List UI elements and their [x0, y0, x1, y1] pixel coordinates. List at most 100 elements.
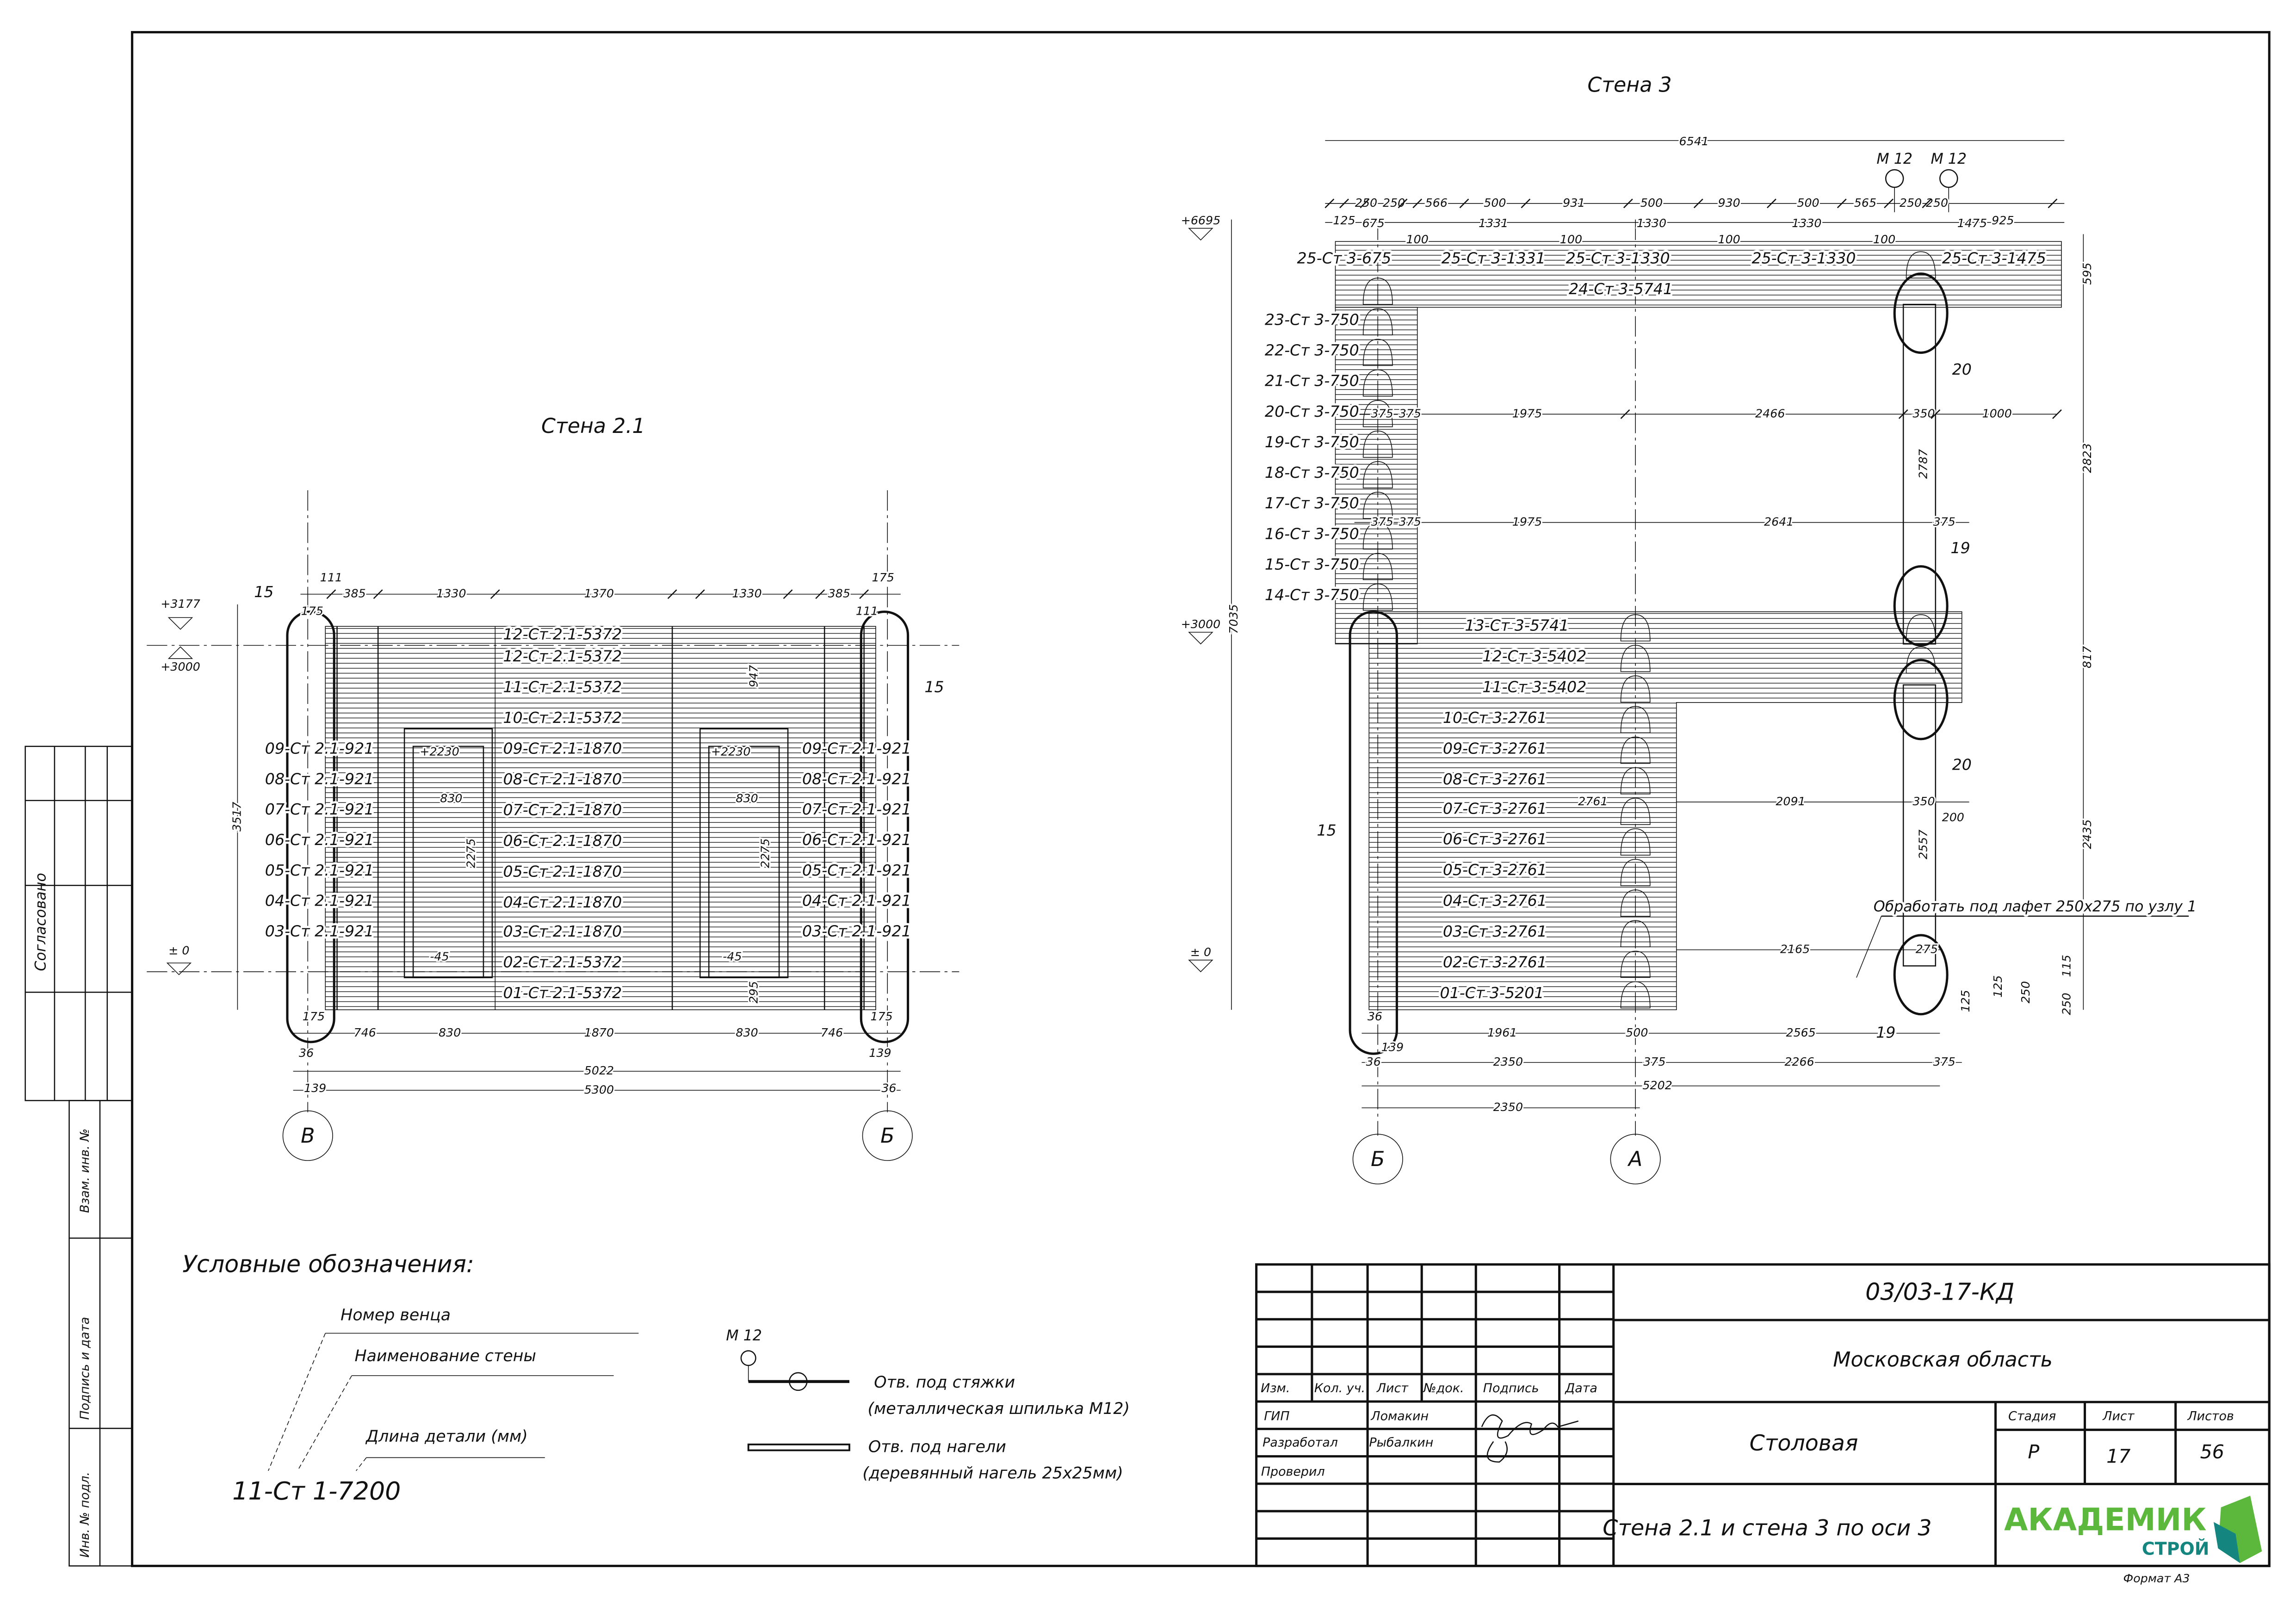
log-label: 05-Ст 3-2761: [1443, 861, 1547, 879]
title-block-header: Изм.: [1261, 1381, 1290, 1395]
log-label: 05-Ст 2.1-1870: [503, 862, 622, 880]
log-label: 06-Ст 2.1-921: [802, 831, 911, 849]
dimension-label: 500: [1626, 1026, 1648, 1039]
dimension-label: 385: [828, 587, 850, 600]
bolt-label: М 12: [1876, 151, 1912, 167]
axis-marker-v: [282, 1110, 333, 1161]
dimension-label: 500: [1797, 196, 1819, 210]
dimension-label: 2275: [464, 838, 478, 868]
dimension-label: 111: [320, 571, 342, 584]
log-label: 11-Ст 3-5402: [1482, 678, 1586, 696]
log-label: 08-Ст 2.1-921: [265, 770, 374, 788]
axis-label: Б: [1371, 1148, 1385, 1171]
signature-icon: [1481, 1414, 1579, 1463]
dimension-label: 375: [1399, 407, 1421, 420]
side-label-inv-orig: Инв. № подл.: [78, 1472, 92, 1557]
dimension-label: 595: [2080, 263, 2094, 285]
person-name: Рыбалкин: [1369, 1435, 1433, 1450]
axis-label: А: [1627, 1148, 1642, 1171]
dimension-label: 1370: [584, 587, 614, 600]
stage-value: Р: [2028, 1441, 2039, 1463]
role-label: ГИП: [1264, 1409, 1289, 1423]
log-label: 06-Ст 3-2761: [1443, 830, 1547, 848]
dimension-label: 6541: [1679, 135, 1709, 148]
log-label: 23-Ст 3-750: [1265, 310, 1359, 328]
dimension-label: 275: [1916, 943, 1938, 956]
region-label: Московская область: [1833, 1348, 2053, 1372]
dimension-label: 925: [1992, 214, 2014, 227]
legend-graphics: [268, 1333, 850, 1471]
dimension-label: 36: [1368, 1010, 1382, 1023]
sheet-header: Лист: [2102, 1409, 2135, 1423]
dimension-label: 675: [1362, 216, 1385, 230]
post-lower: [1902, 684, 1937, 967]
legend-title: Условные обозначения:: [182, 1250, 474, 1277]
log-label: 24-Ст 3-5741: [1569, 280, 1673, 298]
log-label: 04-Ст 3-2761: [1443, 892, 1547, 910]
axis-marker-b-w3: [1352, 1134, 1403, 1185]
log-label: 10-Ст 2.1-5372: [503, 709, 622, 727]
dimension-label: 2823: [2080, 443, 2094, 473]
log-label: 10-Ст 3-2761: [1443, 709, 1547, 727]
log-label: 09-Ст 2.1-1870: [503, 740, 622, 758]
title-block-header: Подпись: [1483, 1381, 1539, 1395]
bolt-m12-1: [1885, 169, 1904, 188]
dimension-label: 1975: [1512, 407, 1542, 420]
dimension-label: 175: [870, 1010, 892, 1023]
logo-text-bottom: СТРОЙ: [2142, 1538, 2209, 1559]
dimension-label: 930: [1718, 196, 1740, 210]
level-mark: +3000: [161, 660, 200, 673]
dimension-label: 1000: [1982, 407, 2011, 420]
axis-marker-b: [862, 1110, 913, 1161]
post-upper: [1902, 303, 1937, 645]
sheet-format: Формат А3: [2123, 1572, 2190, 1585]
legend-bolt-hole: Отв. под стяжки: [874, 1373, 1015, 1392]
title-block-header: Кол. уч.: [1314, 1381, 1365, 1395]
legend-wall-name: Наименование стены: [354, 1347, 536, 1365]
dimension-label: 1331: [1479, 216, 1508, 230]
dimension-label: 1330: [436, 587, 466, 600]
dimension-label: -45: [723, 950, 742, 963]
dimension-label: 5202: [1642, 1079, 1672, 1092]
log-label: 08-Ст 2.1-1870: [503, 770, 622, 788]
dimension-label: 5300: [584, 1083, 614, 1096]
sheet-frame: [25, 31, 2271, 1567]
legend-crown-number: Номер венца: [340, 1306, 451, 1325]
dimension-label: 375: [1371, 515, 1393, 529]
dimension-label: 1961: [1487, 1026, 1517, 1039]
dimension-label: 36: [299, 1046, 314, 1060]
dimension-label: 2557: [1916, 829, 1930, 859]
role-label: Разработал: [1262, 1435, 1338, 1450]
callout-number: 15: [924, 678, 944, 696]
log-label: 01-Ст 2.1-5372: [503, 984, 622, 1002]
dimension-label: 2466: [1755, 407, 1785, 420]
dimension-label: 385: [343, 587, 365, 600]
dimension-label: 1330: [1637, 216, 1666, 230]
legend-bolt-hole-desc: (металлическая шпилька М12): [867, 1400, 1130, 1418]
callout-number: 19: [1876, 1023, 1895, 1041]
log-label: 05-Ст 2.1-921: [802, 861, 911, 879]
sheets-header: Листов: [2187, 1409, 2234, 1423]
log-label: 25-Ст 3-1330: [1566, 249, 1670, 267]
sheets-count: 56: [2200, 1441, 2224, 1463]
callout-number: 19: [1950, 539, 1970, 557]
role-label: Проверил: [1261, 1465, 1325, 1479]
log-label: 02-Ст 2.1-5372: [503, 953, 622, 971]
dimension-label: 100: [1873, 233, 1895, 246]
axis-label: Б: [880, 1124, 894, 1148]
processing-note: Обработать под лафет 250х275 по узлу 1: [1874, 899, 2197, 915]
dimension-label: 125: [1991, 975, 2005, 997]
dimension-label: 2761: [1578, 795, 1608, 808]
dimension-label: 36: [1366, 1055, 1381, 1068]
log-label: 04-Ст 2.1-921: [802, 892, 911, 910]
person-name: Ломакин: [1370, 1409, 1429, 1423]
sheet-title: Стена 2.1 и стена 3 по оси 3: [1603, 1515, 1931, 1541]
dimension-label: 375: [1371, 407, 1393, 420]
corner-right: [860, 611, 910, 1043]
dimension-label: 1975: [1512, 515, 1542, 529]
log-label: 25-Ст 3-1331: [1442, 249, 1546, 267]
dimension-label: 2091: [1776, 795, 1805, 808]
log-label: 19-Ст 3-750: [1265, 433, 1359, 451]
dimension-label: 139: [869, 1046, 891, 1060]
